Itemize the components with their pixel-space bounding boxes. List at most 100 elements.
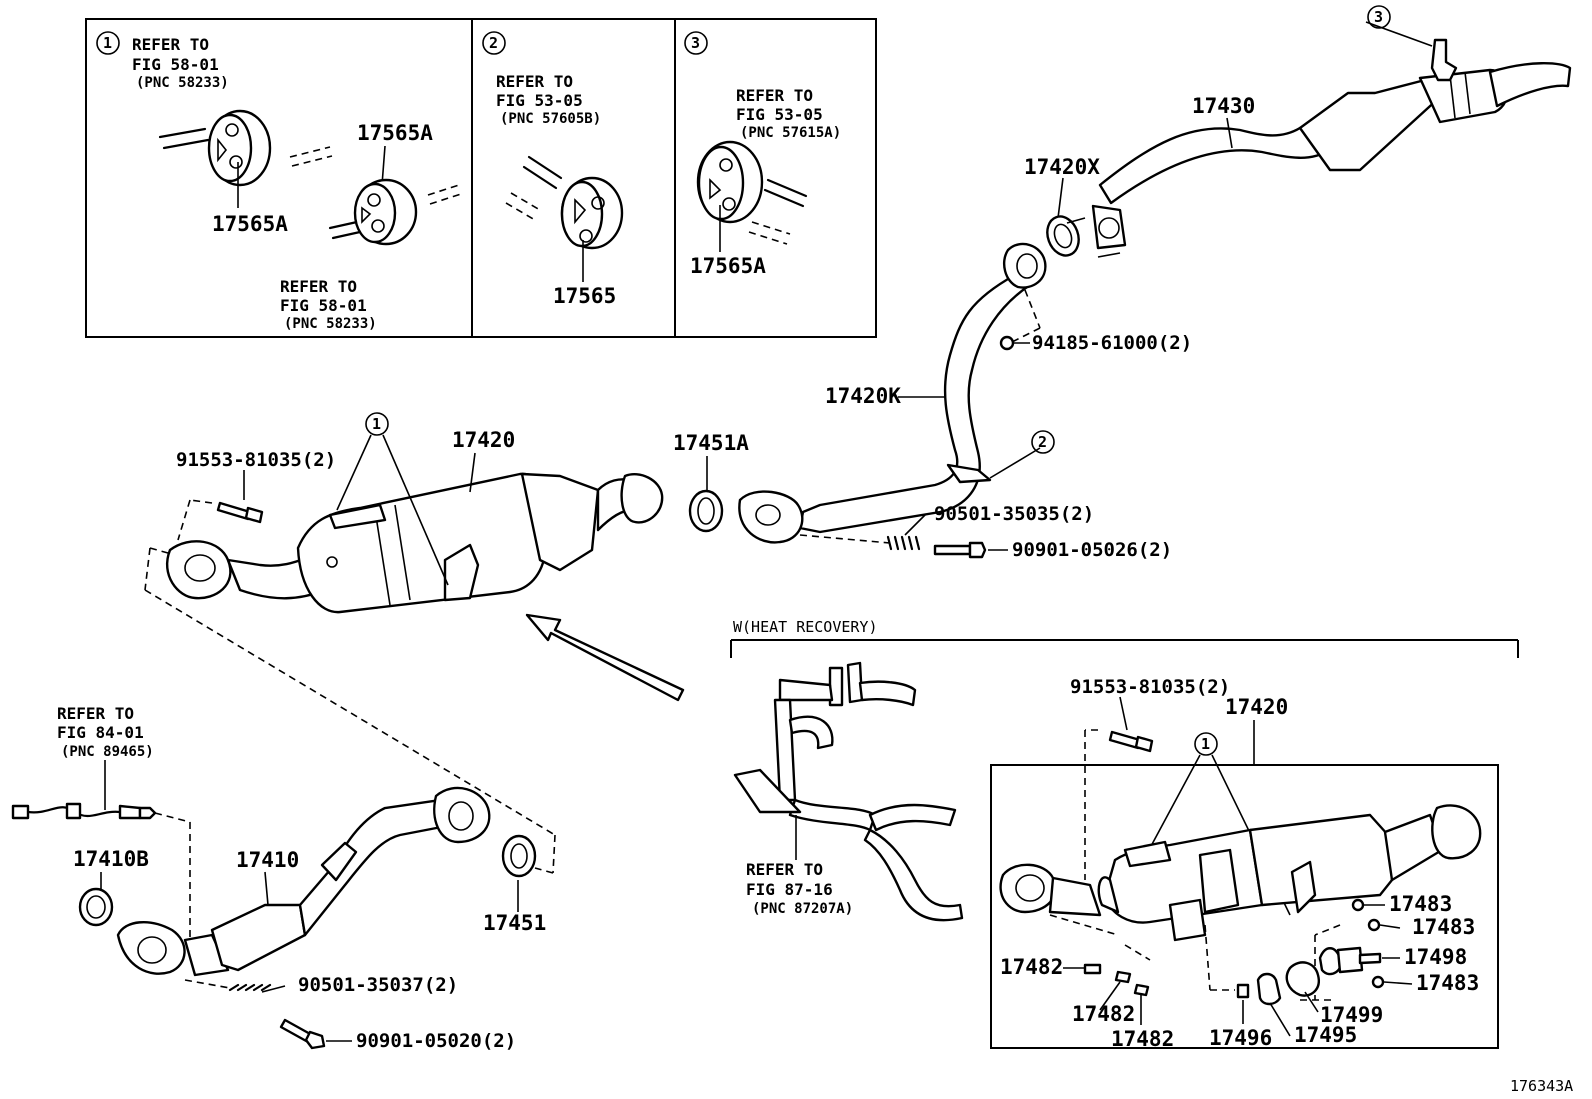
pnc-ref-label: (PNC 58233) [284, 316, 377, 332]
inset-2: 2 REFER TO FIG 53-05 (PNC 57605B) 17565 [482, 31, 624, 308]
refer-to-label: REFER TO [132, 35, 209, 54]
tail-pipe-assembly-17430[interactable] [1098, 38, 1572, 205]
bolt-17482-1[interactable] [1083, 963, 1102, 975]
part-17565a-label[interactable]: 17565A [357, 121, 433, 145]
hanger-17565a-1[interactable] [207, 109, 272, 187]
bolt-91553-81035-hr[interactable] [1108, 730, 1154, 753]
svg-text:1: 1 [1201, 735, 1210, 753]
part-17482-label[interactable]: 17482 [1111, 1027, 1174, 1051]
part-17430-label[interactable]: 17430 [1192, 94, 1255, 118]
part-17420-label[interactable]: 17420 [452, 428, 515, 452]
part-91553-81035-label[interactable]: 91553-81035(2) [1070, 676, 1230, 698]
part-17420-label[interactable]: 17420 [1225, 695, 1288, 719]
refer-to-label: REFER TO [496, 72, 573, 91]
callout-1-circle[interactable]: 1 [1194, 732, 1218, 756]
spring-90501-35037[interactable] [228, 983, 272, 992]
refer-to-label: REFER TO [280, 277, 357, 296]
refer-to-label: REFER TO [746, 860, 823, 879]
diagram-id: 176343A [1510, 1077, 1573, 1095]
hanger-17565a-3[interactable] [696, 140, 764, 224]
nut-94185[interactable] [999, 335, 1015, 351]
fig-ref-label[interactable]: FIG 84-01 [57, 723, 144, 742]
callout-1-circle[interactable]: 1 [365, 412, 389, 436]
refer-to-label: REFER TO [57, 704, 134, 723]
pipe-17420k[interactable] [798, 242, 1047, 534]
pnc-ref-label: (PNC 58233) [136, 75, 229, 91]
part-17565a-label[interactable]: 17565A [690, 254, 766, 278]
pnc-ref-label: (PNC 57605B) [500, 111, 601, 127]
gasket-17410b[interactable] [78, 887, 114, 927]
part-90501-35035-label[interactable]: 90501-35035(2) [934, 503, 1094, 525]
fig-ref-label[interactable]: FIG 58-01 [280, 296, 367, 315]
callout-2-circle[interactable]: 2 [482, 31, 506, 55]
callout-3-circle[interactable]: 3 [1367, 5, 1391, 29]
bolt-90901-05020[interactable] [279, 1018, 326, 1050]
fig-ref-label[interactable]: FIG 53-05 [496, 91, 583, 110]
svg-text:3: 3 [1374, 8, 1383, 26]
inset-3: 3 REFER TO FIG 53-05 (PNC 57615A) 17565A [684, 31, 841, 278]
direction-arrow [525, 613, 685, 702]
part-91553-81035-label[interactable]: 91553-81035(2) [176, 449, 336, 471]
bolt-17482-2[interactable] [1114, 970, 1132, 984]
callout-2-circle[interactable]: 2 [1031, 430, 1055, 454]
nut-17483-2[interactable] [1367, 918, 1381, 932]
callout-3-circle[interactable]: 3 [684, 31, 708, 55]
part-17498-label[interactable]: 17498 [1404, 945, 1467, 969]
valve-17498[interactable] [1318, 946, 1382, 976]
part-17482-label[interactable]: 17482 [1072, 1002, 1135, 1026]
part-17483-label[interactable]: 17483 [1389, 892, 1452, 916]
heat-recovery-hoses[interactable] [733, 661, 964, 922]
part-17451a-label[interactable]: 17451A [673, 431, 749, 455]
part-17495-label[interactable]: 17495 [1294, 1023, 1357, 1047]
fig-ref-label[interactable]: FIG 58-01 [132, 55, 219, 74]
pnc-ref-label: (PNC 89465) [61, 744, 154, 760]
flange-17420k [738, 490, 804, 544]
spring-90501-35035[interactable] [886, 535, 921, 551]
part-17410b-label[interactable]: 17410B [73, 847, 149, 871]
part-17410-label[interactable]: 17410 [236, 848, 299, 872]
hanger-17565[interactable] [560, 176, 624, 250]
converter-17420[interactable] [165, 472, 664, 614]
part-17451-label[interactable]: 17451 [483, 911, 546, 935]
refer-to-label: REFER TO [736, 86, 813, 105]
callout-1-circle[interactable]: 1 [96, 31, 120, 55]
bolt-90901-05026[interactable] [933, 541, 987, 559]
oxygen-sensor[interactable] [11, 802, 157, 820]
bolt-17482-3[interactable] [1133, 983, 1150, 997]
svg-text:1: 1 [372, 415, 381, 433]
svg-text:3: 3 [691, 34, 700, 52]
gasket-17420x[interactable] [1042, 212, 1084, 260]
gasket-17451[interactable] [501, 834, 537, 878]
part-17565-label[interactable]: 17565 [553, 284, 616, 308]
part-17420k-label[interactable]: 17420K [825, 384, 901, 408]
part-94185-61000-label[interactable]: 94185-61000(2) [1032, 332, 1192, 354]
fig-ref-label[interactable]: FIG 53-05 [736, 105, 823, 124]
clip-17496[interactable] [1236, 983, 1250, 999]
heat-recovery-label: W(HEAT RECOVERY) [733, 618, 878, 636]
pnc-ref-label: (PNC 87207A) [752, 901, 853, 917]
part-90901-05026-label[interactable]: 90901-05026(2) [1012, 539, 1172, 561]
gasket-17451a[interactable] [688, 489, 724, 533]
gasket-17499[interactable] [1285, 961, 1320, 997]
bolt-91553-81035[interactable] [216, 501, 264, 524]
svg-text:2: 2 [1038, 433, 1047, 451]
pnc-ref-label: (PNC 57615A) [740, 125, 841, 141]
converter-17420-hr[interactable] [999, 804, 1482, 942]
heat-recovery-converter-box [990, 764, 1499, 1049]
part-17482-label[interactable]: 17482 [1000, 955, 1063, 979]
part-17420x-label[interactable]: 17420X [1024, 155, 1100, 179]
nut-17483-3[interactable] [1371, 975, 1385, 989]
part-17496-label[interactable]: 17496 [1209, 1026, 1272, 1050]
nut-17483-1[interactable] [1351, 898, 1365, 912]
flange-17430 [1091, 204, 1127, 250]
part-90501-35037-label[interactable]: 90501-35037(2) [298, 974, 458, 996]
sensor-17495[interactable] [1256, 972, 1282, 1006]
part-90901-05020-label[interactable]: 90901-05020(2) [356, 1030, 516, 1052]
fig-ref-label[interactable]: FIG 87-16 [746, 880, 833, 899]
part-17499-label[interactable]: 17499 [1320, 1003, 1383, 1027]
part-17483-label[interactable]: 17483 [1412, 915, 1475, 939]
part-17565a-label[interactable]: 17565A [212, 212, 288, 236]
part-17483-label[interactable]: 17483 [1416, 971, 1479, 995]
hanger-17565a-2[interactable] [353, 178, 418, 246]
front-pipe-17410[interactable] [116, 786, 491, 977]
